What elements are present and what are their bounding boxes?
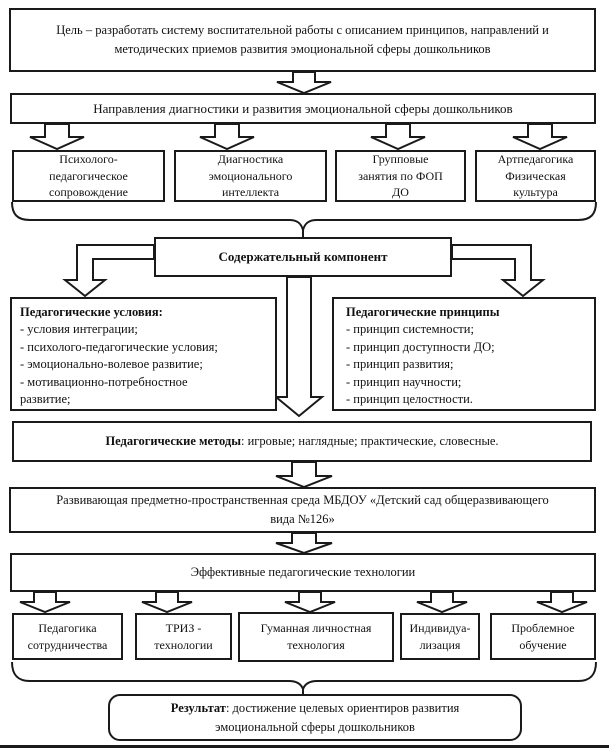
brace-connector-icon [11, 201, 597, 237]
directions-title-box: Направления диагностики и развития эмоци… [10, 93, 596, 124]
technology-label: Проблемное обучение [511, 620, 575, 652]
direction-label: Психолого- педагогическое сопровождение [49, 152, 128, 200]
direction-label: Диагностика эмоционального интеллекта [208, 152, 293, 200]
result-label: Результат [170, 700, 226, 715]
down-arrow-icon [275, 532, 333, 555]
elbow-arrow-right-icon [451, 244, 546, 298]
goal-text: Цель – разработать систему воспитательно… [56, 23, 549, 56]
direction-label: Групповые занятия по ФОП ДО [358, 152, 443, 200]
result-box: Результат: достижение целевых ориентиров… [108, 694, 522, 741]
technology-box-cooperation: Педагогика сотрудничества [12, 613, 123, 660]
conditions-title: Педагогические условия: [20, 305, 163, 319]
elbow-arrow-left-icon [62, 244, 155, 298]
direction-box-group-classes: Групповые занятия по ФОП ДО [335, 150, 466, 202]
technology-label: ТРИЗ - технологии [154, 620, 213, 652]
direction-box-psych-support: Психолого- педагогическое сопровождение [12, 150, 165, 202]
down-arrow-icon [536, 591, 588, 614]
brace-connector-icon [11, 661, 597, 694]
down-arrow-icon [284, 591, 336, 614]
down-arrow-icon [199, 123, 255, 151]
conditions-box: Педагогические условия: - условия интегр… [10, 297, 277, 411]
down-arrow-icon [19, 591, 71, 614]
methods-box: Педагогические методы: игровые; наглядны… [12, 421, 592, 462]
technology-box-individualization: Индивидуа- лизация [400, 613, 480, 660]
methods-text: Педагогические методы: игровые; наглядны… [105, 434, 498, 449]
result-text: : достижение целевых ориентиров развития… [215, 700, 460, 734]
technologies-title: Эффективные педагогические технологии [190, 565, 416, 579]
technology-label: Гуманная личностная технология [260, 621, 372, 652]
goal-box: Цель – разработать систему воспитательно… [9, 8, 596, 72]
direction-box-artpedagogy: Артпедагогика Физическая культура [475, 150, 596, 202]
content-component-title: Содержательный компонент [218, 249, 388, 264]
technologies-title-box: Эффективные педагогические технологии [10, 553, 596, 592]
conditions-items: - условия интеграции; - психолого-педаго… [20, 322, 218, 406]
methods-rest: : игровые; наглядные; практические, слов… [241, 434, 499, 448]
long-down-arrow-icon [273, 276, 325, 418]
technology-box-triz: ТРИЗ - технологии [135, 613, 232, 660]
down-arrow-icon [29, 123, 85, 151]
direction-label: Артпедагогика Физическая культура [497, 152, 574, 200]
down-arrow-icon [370, 123, 426, 151]
down-arrow-icon [276, 71, 332, 95]
result-text-wrap: Результат: достижение целевых ориентиров… [171, 699, 460, 737]
down-arrow-icon [141, 591, 193, 614]
technology-box-humane-personal: Гуманная личностная технология [238, 612, 394, 662]
down-arrow-icon [512, 123, 568, 151]
technology-box-problem-learning: Проблемное обучение [490, 613, 596, 660]
directions-title: Направления диагностики и развития эмоци… [93, 100, 513, 116]
bottom-divider [0, 745, 609, 748]
down-arrow-icon [275, 461, 333, 489]
principles-items: - принцип системности; - принцип доступн… [346, 322, 495, 406]
environment-text: Развивающая предметно-пространственная с… [56, 493, 549, 526]
technology-label: Индивидуа- лизация [409, 620, 471, 652]
methods-label: Педагогические методы [105, 434, 242, 448]
down-arrow-icon [416, 591, 468, 614]
principles-box: Педагогические принципы - принцип систем… [332, 297, 596, 411]
content-component-box: Содержательный компонент [154, 237, 452, 277]
environment-box: Развивающая предметно-пространственная с… [9, 487, 596, 533]
technology-label: Педагогика сотрудничества [27, 620, 108, 652]
direction-box-diagnostics: Диагностика эмоционального интеллекта [174, 150, 327, 202]
principles-title: Педагогические принципы [346, 305, 500, 319]
